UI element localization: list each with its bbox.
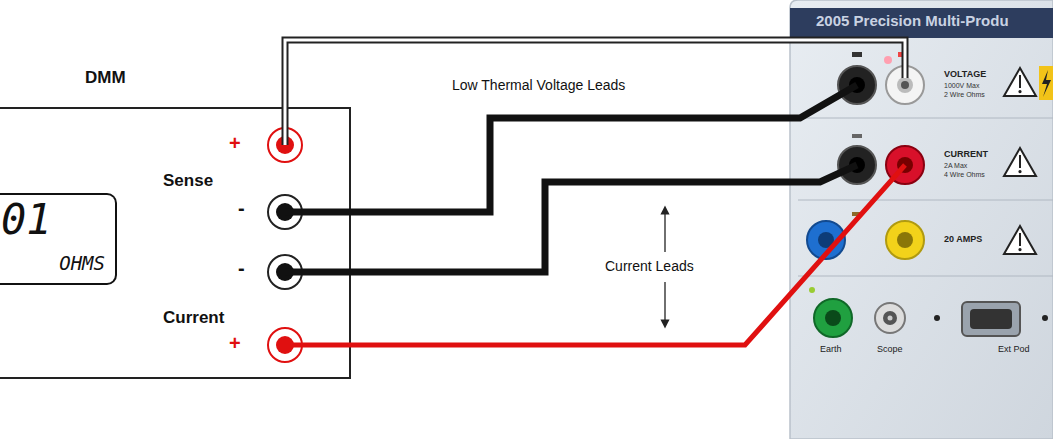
current-lead bbox=[285, 165, 905, 345]
warning-symbols bbox=[1004, 66, 1053, 254]
jack-label: Ext Pod bbox=[998, 345, 1030, 355]
calibrator-panel bbox=[790, 0, 1053, 439]
wire bbox=[285, 165, 905, 345]
display-digits: 01 bbox=[1, 197, 52, 243]
jack-label: CURRENT bbox=[944, 150, 988, 160]
lead-label: Low Thermal Voltage Leads bbox=[452, 78, 625, 93]
terminal-sign: - bbox=[238, 257, 245, 279]
meter-heading: DMM bbox=[85, 68, 126, 88]
lead-label: Current Leads bbox=[605, 259, 694, 274]
jack-label: Earth bbox=[820, 345, 842, 355]
dmm-housing bbox=[0, 108, 350, 378]
wire bbox=[285, 40, 905, 145]
wire bbox=[285, 85, 857, 212]
meter-box: DMM01OHMS bbox=[0, 108, 350, 378]
panel-jacks bbox=[807, 66, 1048, 337]
display-unit: OHMS bbox=[59, 253, 105, 274]
calibrator-front: 2005 Precision Multi-Produ bbox=[790, 0, 1053, 439]
terminal-group: Sense bbox=[163, 172, 213, 191]
terminal-sign: + bbox=[229, 132, 241, 154]
wire bbox=[285, 40, 905, 145]
terminal-sign: + bbox=[229, 332, 241, 354]
current-lead bbox=[285, 165, 857, 272]
dimension-arrows bbox=[665, 210, 666, 324]
panel-title: 2005 Precision Multi-Produ bbox=[816, 13, 1009, 30]
jack-rating: 4 Wire Ohms bbox=[944, 171, 985, 179]
jack-label: VOLTAGE bbox=[944, 70, 986, 80]
voltage-lead bbox=[285, 85, 857, 212]
jack-rating: 2A Max bbox=[944, 162, 967, 170]
meter-display: 01OHMS bbox=[0, 193, 117, 285]
jack-rating: 2 Wire Ohms bbox=[944, 91, 985, 99]
jack-rating: 1000V Max bbox=[944, 82, 979, 90]
wire bbox=[285, 165, 857, 272]
voltage-lead bbox=[285, 40, 905, 145]
terminal-sign: - bbox=[238, 197, 245, 219]
jack-label: 20 AMPS bbox=[944, 235, 982, 245]
jack-label: Scope bbox=[877, 345, 903, 355]
terminal-group: Current bbox=[163, 309, 224, 328]
